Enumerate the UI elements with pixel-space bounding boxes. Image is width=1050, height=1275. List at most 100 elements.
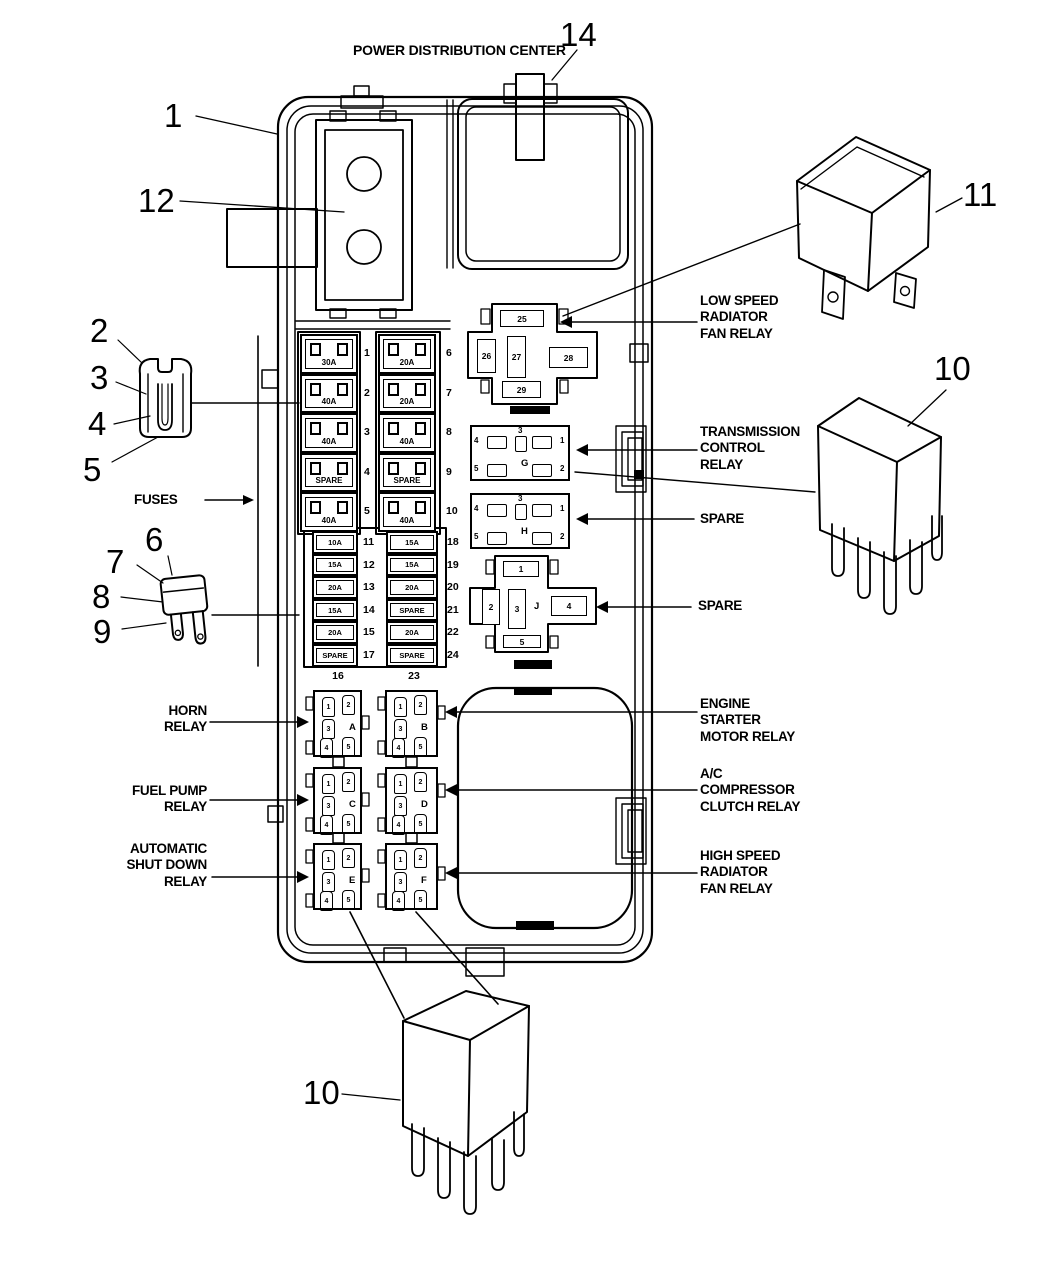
relay-terminal-plug: 2 — [342, 695, 355, 715]
locator-bars — [510, 406, 554, 930]
fuse-slot-number: 1 — [364, 347, 370, 359]
mini-fuse-body: SPARE — [316, 648, 354, 663]
relay-terminal-plug: 5 — [342, 814, 355, 834]
fuse-slot-number: 10 — [446, 505, 458, 518]
relay-terminal-number: 4 — [566, 601, 572, 611]
relay-terminal-number: 3 — [398, 802, 403, 810]
maxi-fuse-body: 20A — [383, 339, 431, 369]
mini-fuse-drawing — [120, 555, 209, 645]
relay-terminal-number: 3 — [326, 802, 331, 810]
fuse-amp-label: 40A — [321, 397, 337, 407]
relay-terminal-plug: 5 — [414, 890, 427, 910]
relay-cluster-slot-26: 26 — [477, 339, 496, 373]
relay-terminal-plug: 2 — [342, 848, 355, 868]
mini-fuse-slot-15: 20A — [312, 621, 358, 644]
relay-11-drawing — [796, 136, 931, 320]
relay-terminal-plug: 5 — [342, 890, 355, 910]
maxi-fuse-body: 40A — [383, 497, 431, 527]
fuse-terminal — [415, 382, 426, 396]
relay-terminal-plug — [532, 436, 552, 449]
fuse-amp-label: SPARE — [399, 650, 425, 660]
top-edge-tab — [340, 85, 384, 109]
fuse-terminal — [337, 501, 348, 515]
callout-8: 8 — [92, 578, 111, 615]
relay-terminal-plug: 4 — [320, 738, 333, 758]
callout-1: 1 — [164, 97, 183, 134]
relay-terminal-number: 4 — [396, 744, 401, 752]
mini-fuse-slot-17: SPARE — [312, 644, 358, 667]
relay-terminal-number: 3 — [326, 878, 331, 886]
mini-fuse-footer-left: 16 — [332, 670, 344, 682]
maxi-fuse-slot-5: 40A — [300, 492, 358, 532]
relay-terminal-number: 4 — [396, 897, 401, 905]
label-leaders — [204, 316, 698, 883]
relay-terminal-plug: 1 — [394, 850, 407, 870]
relay-terminal-plug: 2 — [342, 772, 355, 792]
callout-leaders — [179, 49, 963, 1101]
relay-terminal-number: 4 — [324, 821, 329, 829]
relay-terminal-plug: 1 — [322, 850, 335, 870]
callout-2: 2 — [90, 312, 109, 349]
mini-fuse-body: 20A — [316, 625, 354, 640]
fuse-slot-number: 17 — [363, 649, 375, 661]
relay-terminal-number: 5 — [346, 896, 351, 904]
connector-12 — [226, 110, 413, 319]
relay-terminal-number: 2 — [418, 778, 423, 786]
mini-fuse-body: SPARE — [390, 648, 434, 663]
relay-terminal-plug: 4 — [320, 891, 333, 911]
relay-terminal-number: 4 — [396, 821, 401, 829]
callout-14: 14 — [560, 16, 597, 53]
label-spare-h: SPARE — [700, 511, 745, 526]
relay-socket-letter: A — [349, 722, 356, 733]
relay-terminal-number: 1 — [518, 564, 524, 574]
relay-terminal-number: 5 — [418, 820, 423, 828]
fuse-slot-number: 13 — [363, 581, 375, 594]
relay-socket-letter: D — [421, 799, 428, 810]
maxi-fuse-body: SPARE — [305, 457, 353, 488]
maxi-fuse-slot-9: SPARE — [378, 452, 436, 493]
maxi-fuse-body: 40A — [305, 378, 353, 409]
mini-fuse-slot-21: SPARE — [386, 598, 438, 622]
fuse-bracket — [191, 335, 300, 667]
relay-terminal-plug: 4 — [392, 738, 405, 758]
fuse-amp-label: 15A — [405, 560, 419, 570]
fuse-slot-number: 7 — [446, 386, 452, 399]
relay-terminal-plug: 1 — [394, 697, 407, 717]
relay-terminal-number: 5 — [346, 820, 351, 828]
relay-terminal-number: 2 — [560, 464, 565, 473]
relay-slot-number: 29 — [516, 384, 527, 395]
relay-terminal-plug: 4 — [392, 891, 405, 911]
mini-fuse-body: 10A — [316, 535, 354, 550]
relay-terminal-slot: 3 — [508, 589, 526, 629]
relay-terminal-plug: 3 — [394, 719, 407, 739]
relay-terminal-plug: 3 — [322, 796, 335, 816]
bottom-right-bay — [456, 686, 634, 930]
label-fuses: FUSES — [134, 492, 178, 507]
relay-terminal-plug: 2 — [414, 772, 427, 792]
fuse-slot-number: 4 — [364, 465, 370, 478]
maxi-fuse-slot-4: SPARE — [300, 452, 358, 493]
fuse-slot-number: 14 — [363, 603, 375, 616]
mini-fuse-body: 15A — [390, 535, 434, 550]
relay-socket-letter: E — [349, 875, 356, 886]
fuse-slot-number: 2 — [364, 386, 370, 399]
mini-fuse-slot-12: 15A — [312, 553, 358, 577]
fuse-amp-label: 40A — [321, 515, 337, 525]
relay-terminal-number: 4 — [474, 436, 479, 445]
fuse-amp-label: 20A — [328, 582, 342, 592]
relay-terminal-slot: 1 — [503, 561, 539, 577]
fuse-slot-number: 12 — [363, 558, 375, 571]
fuse-terminal — [415, 343, 426, 356]
fuse-amp-label: 40A — [399, 515, 415, 525]
relay-slot-number: 28 — [563, 352, 574, 363]
fuse-slot-number: 11 — [363, 536, 375, 548]
relay-socket-letter: H — [521, 526, 528, 537]
mini-fuse-slot-20: 20A — [386, 576, 438, 599]
relay-terminal-number: 1 — [560, 436, 565, 445]
relay-cluster-slot-25: 25 — [500, 310, 544, 327]
callout-5: 5 — [83, 451, 102, 488]
